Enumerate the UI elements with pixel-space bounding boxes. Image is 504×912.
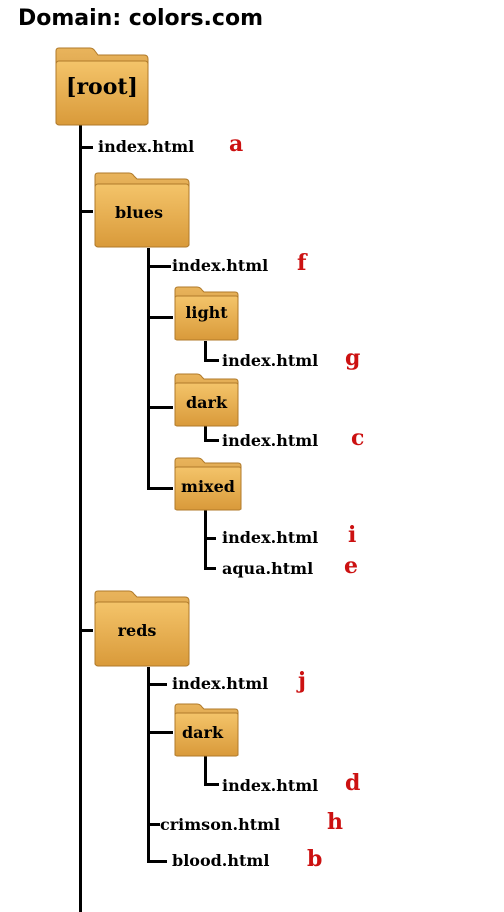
branch-reds-crimson: [147, 823, 160, 826]
trunk-line-blues: [147, 248, 150, 490]
file-blues-index[interactable]: index.html: [172, 256, 269, 275]
branch-blues-dark: [147, 406, 173, 409]
branch-mixed-aqua: [204, 567, 216, 570]
folder-label-light: light: [185, 303, 228, 322]
branch-blues-dark-index: [204, 439, 219, 442]
file-letter-d: d: [345, 770, 361, 796]
file-letter-h: h: [327, 809, 343, 835]
branch-light-index: [204, 359, 219, 362]
file-mixed-index[interactable]: index.html: [222, 528, 319, 547]
file-letter-f: f: [297, 250, 307, 276]
branch-blues-light: [147, 316, 173, 319]
trunk-line-light: [204, 341, 207, 362]
domain-title: Domain: colors.com: [18, 6, 263, 31]
trunk-line-blues-dark: [204, 426, 207, 442]
file-letter-a: a: [229, 131, 244, 157]
folder-label-reds-dark: dark: [181, 723, 224, 742]
folder-icon: [174, 703, 239, 757]
folder-label-blues-dark: dark: [185, 393, 228, 412]
file-mixed-aqua[interactable]: aqua.html: [222, 559, 314, 578]
file-letter-b: b: [307, 846, 323, 872]
folder-icon: [174, 373, 239, 427]
folder-blues[interactable]: blues: [93, 170, 191, 249]
file-letter-j: j: [298, 668, 306, 694]
file-reds-blood[interactable]: blood.html: [172, 851, 270, 870]
branch-reds-index: [147, 683, 167, 686]
folder-mixed[interactable]: mixed: [173, 456, 243, 512]
branch-root-reds: [79, 629, 93, 632]
folder-icon: [55, 47, 149, 126]
trunk-line-mixed: [204, 510, 207, 570]
file-blues-dark-index[interactable]: index.html: [222, 431, 319, 450]
trunk-line-reds-dark: [204, 755, 207, 786]
file-reds-index[interactable]: index.html: [172, 674, 269, 693]
file-reds-crimson[interactable]: crimson.html: [160, 815, 281, 834]
branch-root-blues: [79, 210, 93, 213]
branch-reds-dark-index: [204, 783, 219, 786]
file-letter-g: g: [345, 345, 361, 371]
trunk-line-root: [79, 125, 82, 912]
file-light-index[interactable]: index.html: [222, 351, 319, 370]
branch-reds-blood: [147, 860, 167, 863]
folder-blues-dark[interactable]: dark: [173, 372, 240, 428]
branch-mixed-index: [204, 537, 216, 540]
folder-icon: [94, 590, 190, 667]
branch-root-index: [79, 146, 93, 149]
trunk-line-reds: [147, 667, 150, 863]
folder-label-blues: blues: [114, 203, 164, 222]
folder-label-reds: reds: [117, 621, 157, 640]
branch-blues-index: [147, 265, 171, 268]
file-reds-dark-index[interactable]: index.html: [222, 776, 319, 795]
folder-icon: [174, 457, 242, 511]
folder-reds[interactable]: reds: [93, 588, 191, 668]
folder-icon: [94, 172, 190, 248]
folder-label-mixed: mixed: [181, 477, 235, 496]
folder-icon: [174, 286, 239, 341]
file-letter-c: c: [351, 425, 365, 451]
folder-light[interactable]: light: [173, 285, 240, 342]
file-letter-e: e: [344, 553, 358, 579]
branch-reds-dark: [147, 731, 173, 734]
folder-reds-dark[interactable]: dark: [173, 702, 240, 758]
file-root-index[interactable]: index.html: [98, 137, 195, 156]
folder-root[interactable]: [root]: [54, 45, 150, 127]
file-letter-i: i: [348, 522, 357, 548]
folder-label-root: [root]: [66, 74, 138, 100]
branch-blues-mixed: [147, 487, 173, 490]
